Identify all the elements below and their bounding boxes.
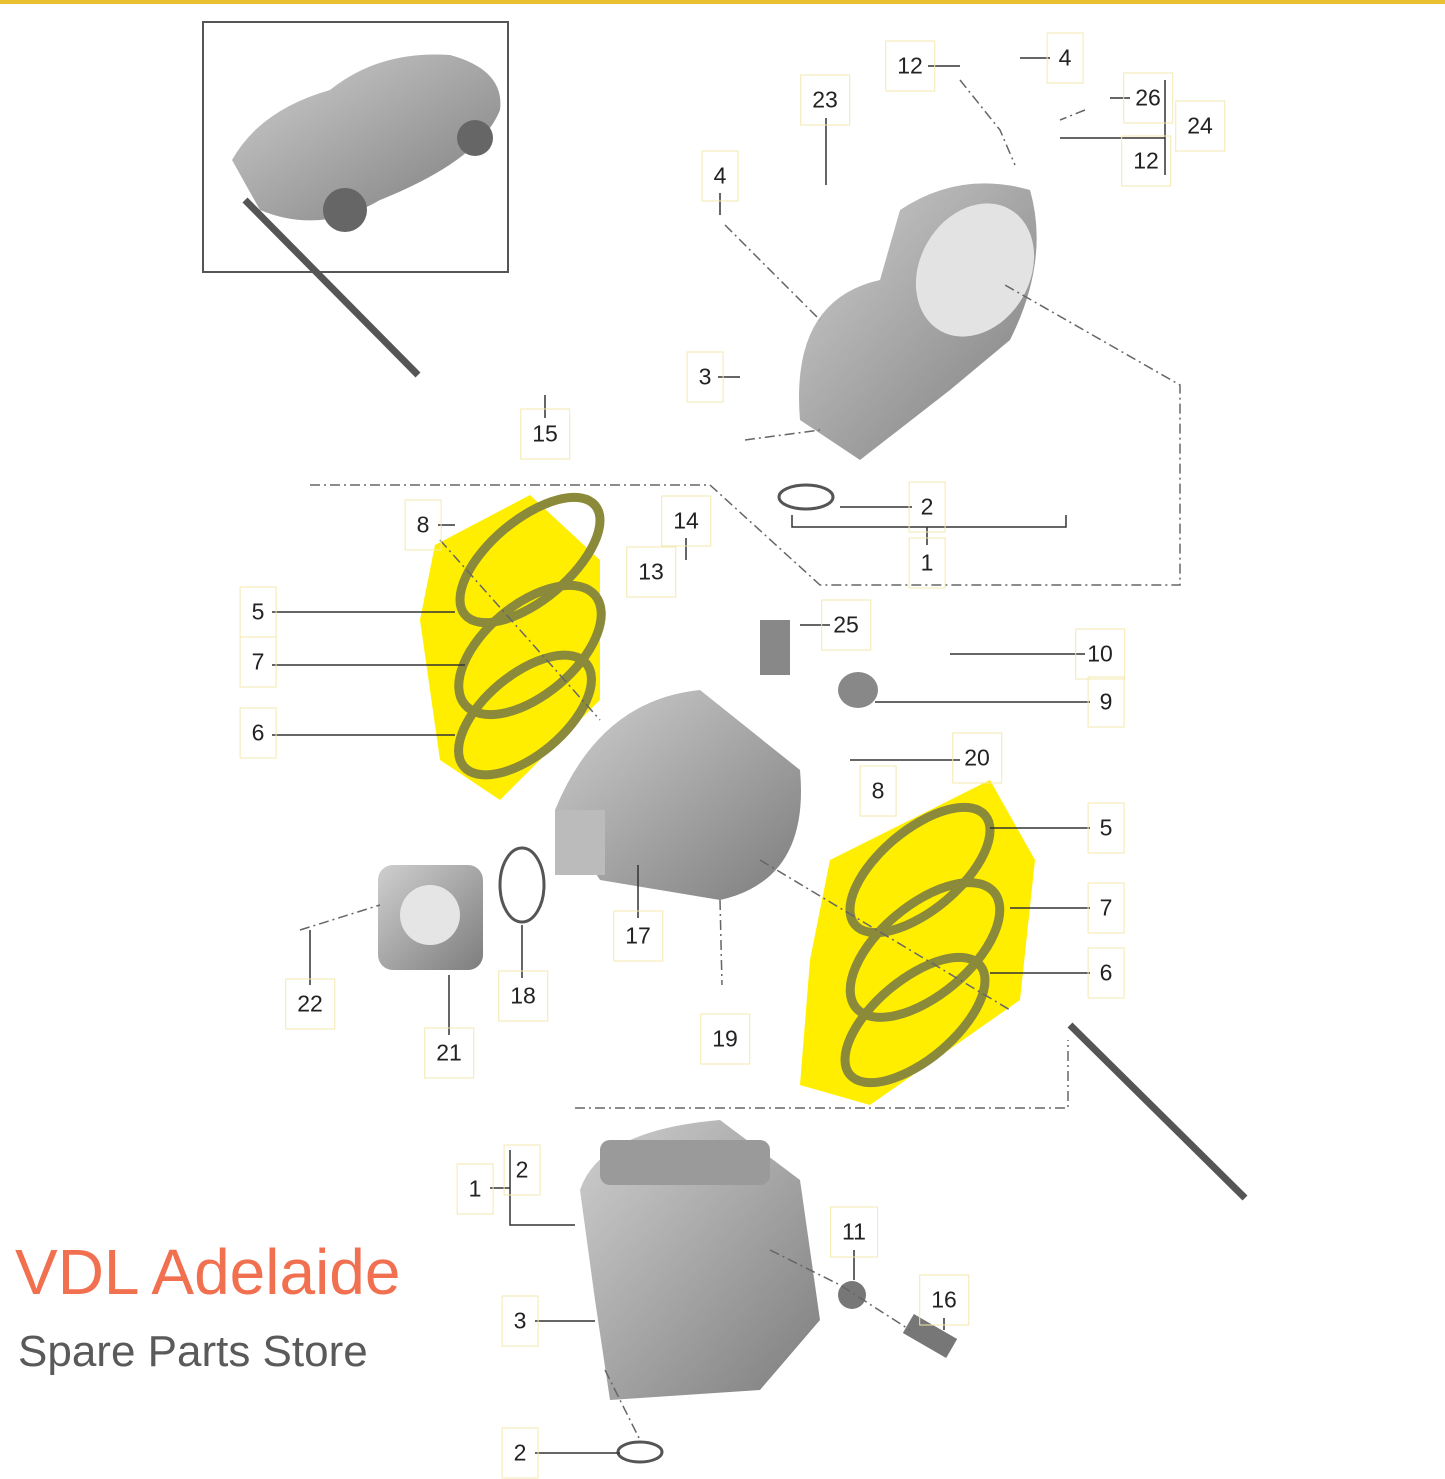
part-label[interactable]: 26: [1123, 72, 1173, 124]
top-accent-bar: [0, 0, 1445, 4]
highlight-left-gasket-set: [420, 495, 600, 800]
part-label[interactable]: 7: [1087, 882, 1125, 934]
part-label[interactable]: 3: [501, 1295, 539, 1347]
part-label[interactable]: 1: [456, 1163, 494, 1215]
part-label[interactable]: 2: [908, 481, 946, 533]
part-label[interactable]: 18: [498, 970, 548, 1022]
part-label[interactable]: 10: [1075, 628, 1125, 680]
watermark-line-1: VDL Adelaide: [15, 1236, 401, 1308]
leader-bar: [242, 197, 421, 378]
part-label[interactable]: 22: [285, 978, 335, 1030]
part-label[interactable]: 6: [1087, 947, 1125, 999]
lower-intake-manifold: [580, 1120, 820, 1400]
part-label[interactable]: 25: [821, 599, 871, 651]
part-label[interactable]: 12: [1121, 135, 1171, 187]
watermark-line-2: Spare Parts Store: [18, 1327, 368, 1376]
part-label[interactable]: 4: [1046, 32, 1084, 84]
part-label[interactable]: 12: [885, 40, 935, 92]
part-label[interactable]: 23: [800, 74, 850, 126]
part-label[interactable]: 2: [503, 1144, 541, 1196]
part-label[interactable]: 24: [1175, 100, 1225, 152]
leader-bar: [1067, 1022, 1248, 1201]
part-label[interactable]: 5: [239, 586, 277, 638]
vehicle-thumbnail: [202, 21, 509, 273]
part-label[interactable]: 4: [701, 150, 739, 202]
part-label[interactable]: 2: [501, 1427, 539, 1479]
part-label[interactable]: 15: [520, 408, 570, 460]
part-label[interactable]: 8: [404, 499, 442, 551]
intake-distributor: [555, 690, 801, 900]
part-label[interactable]: 16: [919, 1274, 969, 1326]
part-label[interactable]: 17: [613, 910, 663, 962]
part-label[interactable]: 11: [830, 1206, 878, 1258]
part-label[interactable]: 20: [952, 732, 1002, 784]
part-label[interactable]: 7: [239, 636, 277, 688]
part-label[interactable]: 14: [661, 495, 711, 547]
part-label[interactable]: 9: [1087, 676, 1125, 728]
part-label[interactable]: 6: [239, 707, 277, 759]
o-ring: [498, 846, 546, 924]
part-label[interactable]: 5: [1087, 802, 1125, 854]
upper-intake-manifold: [799, 183, 1037, 461]
throttle-body: [378, 865, 483, 970]
part-label[interactable]: 8: [859, 765, 897, 817]
part-label[interactable]: 13: [626, 546, 676, 598]
part-label[interactable]: 1: [908, 537, 946, 589]
part-label[interactable]: 21: [424, 1027, 474, 1079]
part-label[interactable]: 19: [700, 1013, 750, 1065]
part-label[interactable]: 3: [686, 351, 724, 403]
